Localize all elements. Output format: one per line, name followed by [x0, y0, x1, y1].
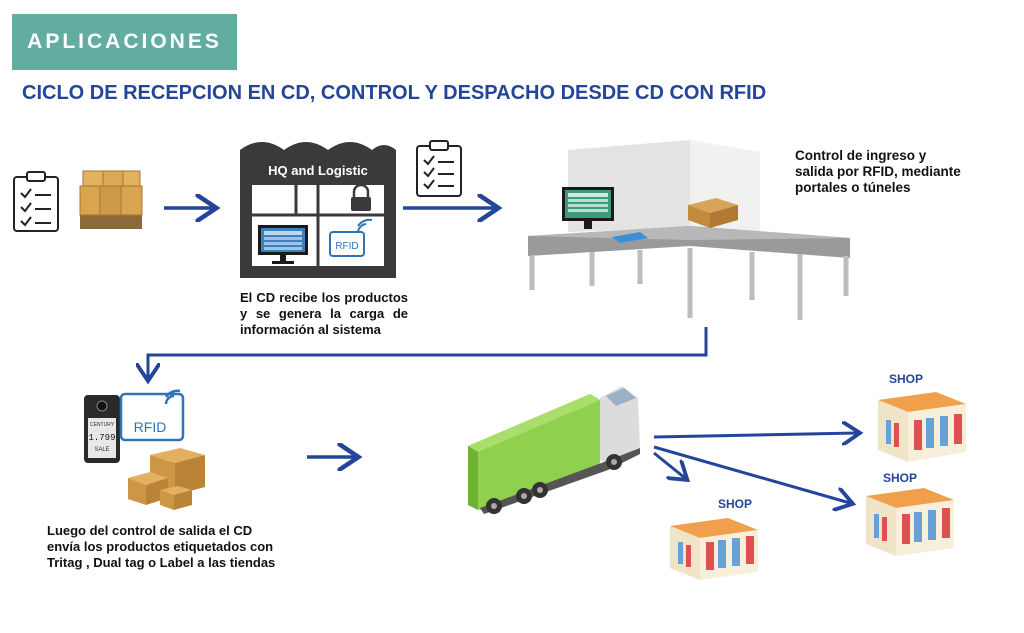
rfid-tag-device-icon: [84, 389, 185, 463]
arrow-to-dispatch: [148, 327, 708, 378]
tag-price-label: 1.799: [88, 433, 115, 443]
pallet-boxes-icon: [79, 170, 143, 229]
boxes-icon: [128, 448, 205, 510]
rfid-portal-icon: [528, 140, 850, 320]
caption-cd-receives: El CD recibe los productos y se genera l…: [240, 290, 408, 337]
clipboard-icon: [416, 140, 462, 197]
warehouse-icon: [240, 142, 396, 278]
warehouse-label: HQ and Logistic: [268, 163, 368, 178]
arrow-to-shop-1: [653, 433, 857, 437]
shop-label-2: SHOP: [883, 471, 918, 485]
tag-brand-label: CENTURY: [90, 422, 115, 428]
tag-rfid-label: RFID: [134, 419, 167, 435]
shop-label-3: SHOP: [718, 497, 753, 511]
shop-icon: [866, 488, 954, 556]
clipboard-icon: [13, 171, 59, 232]
shop-label-1: SHOP: [889, 372, 924, 386]
truck-icon: [468, 386, 640, 514]
section-badge: APLICACIONES: [12, 14, 237, 70]
tag-sale-label: SALE: [94, 447, 109, 453]
arrow-to-shop-3: [653, 451, 685, 478]
shop-icon: [878, 392, 966, 462]
warehouse-rfid-label: RFID: [335, 241, 358, 252]
caption-dispatch: Luego del control de salida el CD envía …: [47, 523, 276, 570]
arrow-to-shop-2: [653, 445, 850, 503]
caption-portal-control: Control de ingreso y salida por RFID, me…: [795, 148, 961, 195]
shop-icon: [670, 518, 758, 580]
page-title: CICLO DE RECEPCION EN CD, CONTROL Y DESP…: [22, 82, 767, 104]
